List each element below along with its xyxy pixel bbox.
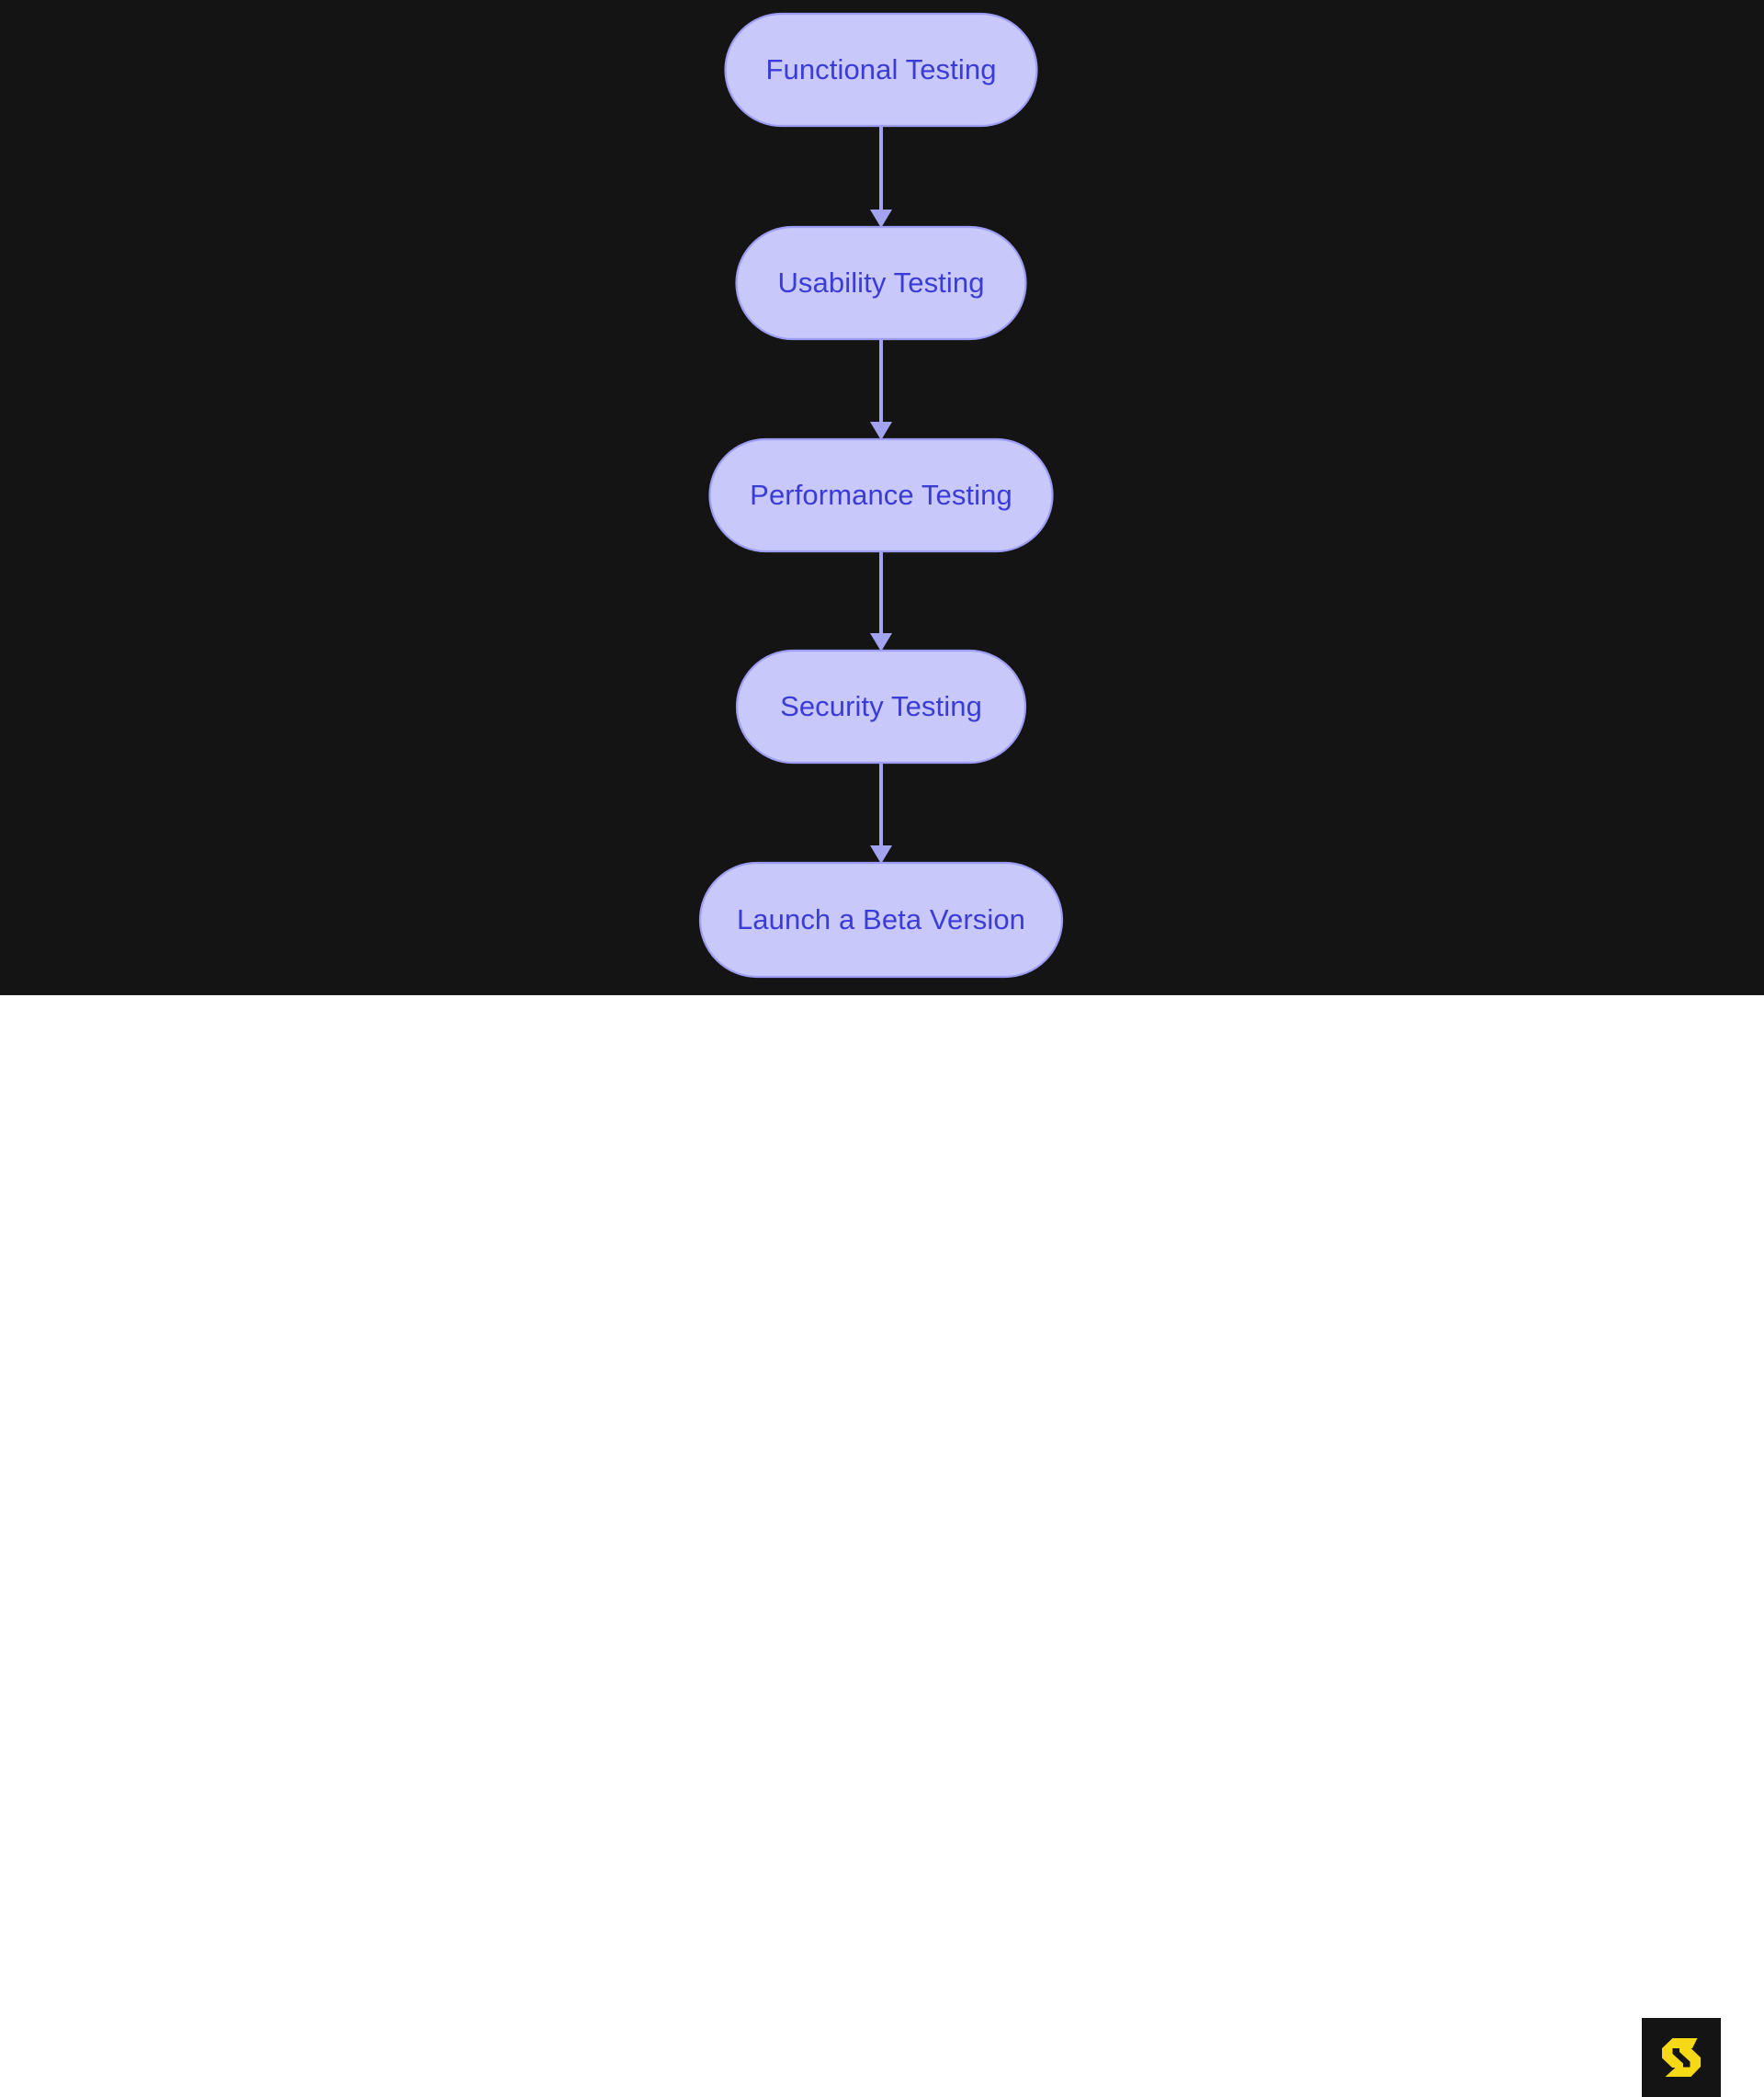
flowchart-svg: Functional Testing Usability Testing Per… bbox=[698, 12, 1064, 979]
node-usability-testing[interactable]: Usability Testing bbox=[735, 225, 1027, 341]
node-shape[interactable] bbox=[708, 437, 1054, 553]
node-label: Security Testing bbox=[780, 690, 982, 722]
node-performance-testing[interactable]: Performance Testing bbox=[708, 437, 1054, 553]
node-label: Usability Testing bbox=[777, 266, 984, 299]
node-label: Performance Testing bbox=[750, 479, 1012, 511]
arrowhead-icon bbox=[870, 422, 892, 440]
node-label: Functional Testing bbox=[765, 53, 996, 85]
node-shape[interactable] bbox=[735, 225, 1027, 341]
node-shape[interactable] bbox=[735, 649, 1027, 765]
footer-bar bbox=[0, 995, 1764, 2097]
node-functional-testing[interactable]: Functional Testing bbox=[724, 12, 1038, 128]
edge-usability-to-performance bbox=[870, 339, 892, 440]
s-logo-icon bbox=[1642, 2018, 1721, 2097]
node-shape[interactable] bbox=[698, 861, 1064, 979]
s-logo bbox=[1642, 2018, 1721, 2097]
node-label: Launch a Beta Version bbox=[737, 903, 1025, 935]
arrowhead-icon bbox=[870, 210, 892, 228]
flowchart-canvas: Functional Testing Usability Testing Per… bbox=[0, 0, 1764, 995]
edge-functional-to-usability bbox=[870, 126, 892, 228]
node-security-testing[interactable]: Security Testing bbox=[735, 649, 1027, 765]
arrowhead-icon bbox=[870, 633, 892, 652]
edge-security-to-launch bbox=[870, 763, 892, 864]
edge-performance-to-security bbox=[870, 551, 892, 652]
logo-background bbox=[1642, 2018, 1721, 2097]
node-shape[interactable] bbox=[724, 12, 1038, 128]
node-launch-beta-version[interactable]: Launch a Beta Version bbox=[698, 861, 1064, 979]
arrowhead-icon bbox=[870, 845, 892, 864]
